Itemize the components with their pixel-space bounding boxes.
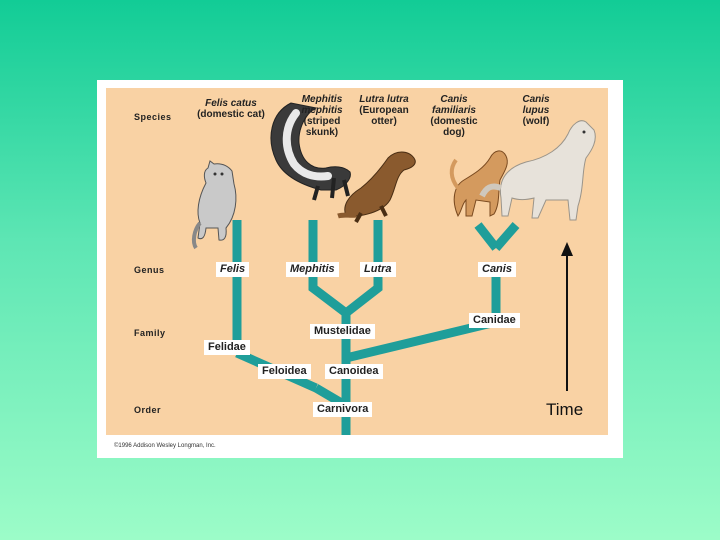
- family-canidae-tag: Canidae: [469, 313, 520, 328]
- superfamily-canoidea-tag: Canoidea: [325, 364, 383, 379]
- species-otter-label: Lutra lutra (European otter): [359, 94, 409, 127]
- rank-order: Order: [134, 405, 162, 415]
- skunk-illustration: [270, 102, 351, 201]
- family-mustelidae-tag: Mustelidae: [310, 324, 375, 339]
- time-arrow: [561, 242, 573, 391]
- copyright-notice: ©1996 Addison Wesley Longman, Inc.: [114, 443, 216, 449]
- species-cat-label: Felis catus (domestic cat): [197, 98, 265, 120]
- family-felidae-tag: Felidae: [204, 340, 250, 355]
- figure-frame: Species Genus Family Order Felis catus (…: [97, 80, 623, 458]
- species-dog-label: Canis familiaris (domestic dog): [430, 94, 478, 138]
- time-label: Time: [546, 400, 584, 419]
- branch-wolf: [492, 222, 520, 251]
- superfamily-feloidea-tag: Feloidea: [258, 364, 311, 379]
- rank-genus: Genus: [134, 265, 165, 275]
- branch-canoidea-canidae: [344, 317, 498, 363]
- genus-felis-tag: Felis: [216, 262, 250, 277]
- rank-species: Species: [134, 112, 172, 122]
- species-wolf-label: Canis lupus (wolf): [522, 94, 550, 127]
- wolf-illustration: [479, 120, 596, 221]
- branch-dog: [474, 222, 500, 251]
- genus-mephitis-tag: Mephitis: [286, 262, 339, 277]
- phylogeny-tree: [191, 102, 596, 435]
- branch-mephitis: [308, 220, 349, 317]
- rank-family: Family: [134, 328, 166, 338]
- diagram-panel: Species Genus Family Order Felis catus (…: [106, 88, 608, 449]
- order-carnivora-tag: Carnivora: [313, 402, 373, 417]
- genus-lutra-tag: Lutra: [360, 262, 396, 277]
- branch-lutra: [343, 220, 383, 317]
- dog-illustration: [449, 150, 508, 218]
- genus-canis-tag: Canis: [478, 262, 516, 277]
- species-skunk-label: Mephitis mephitis (striped skunk): [301, 94, 343, 138]
- otter-illustration: [337, 151, 416, 223]
- cat-illustration: [191, 160, 237, 250]
